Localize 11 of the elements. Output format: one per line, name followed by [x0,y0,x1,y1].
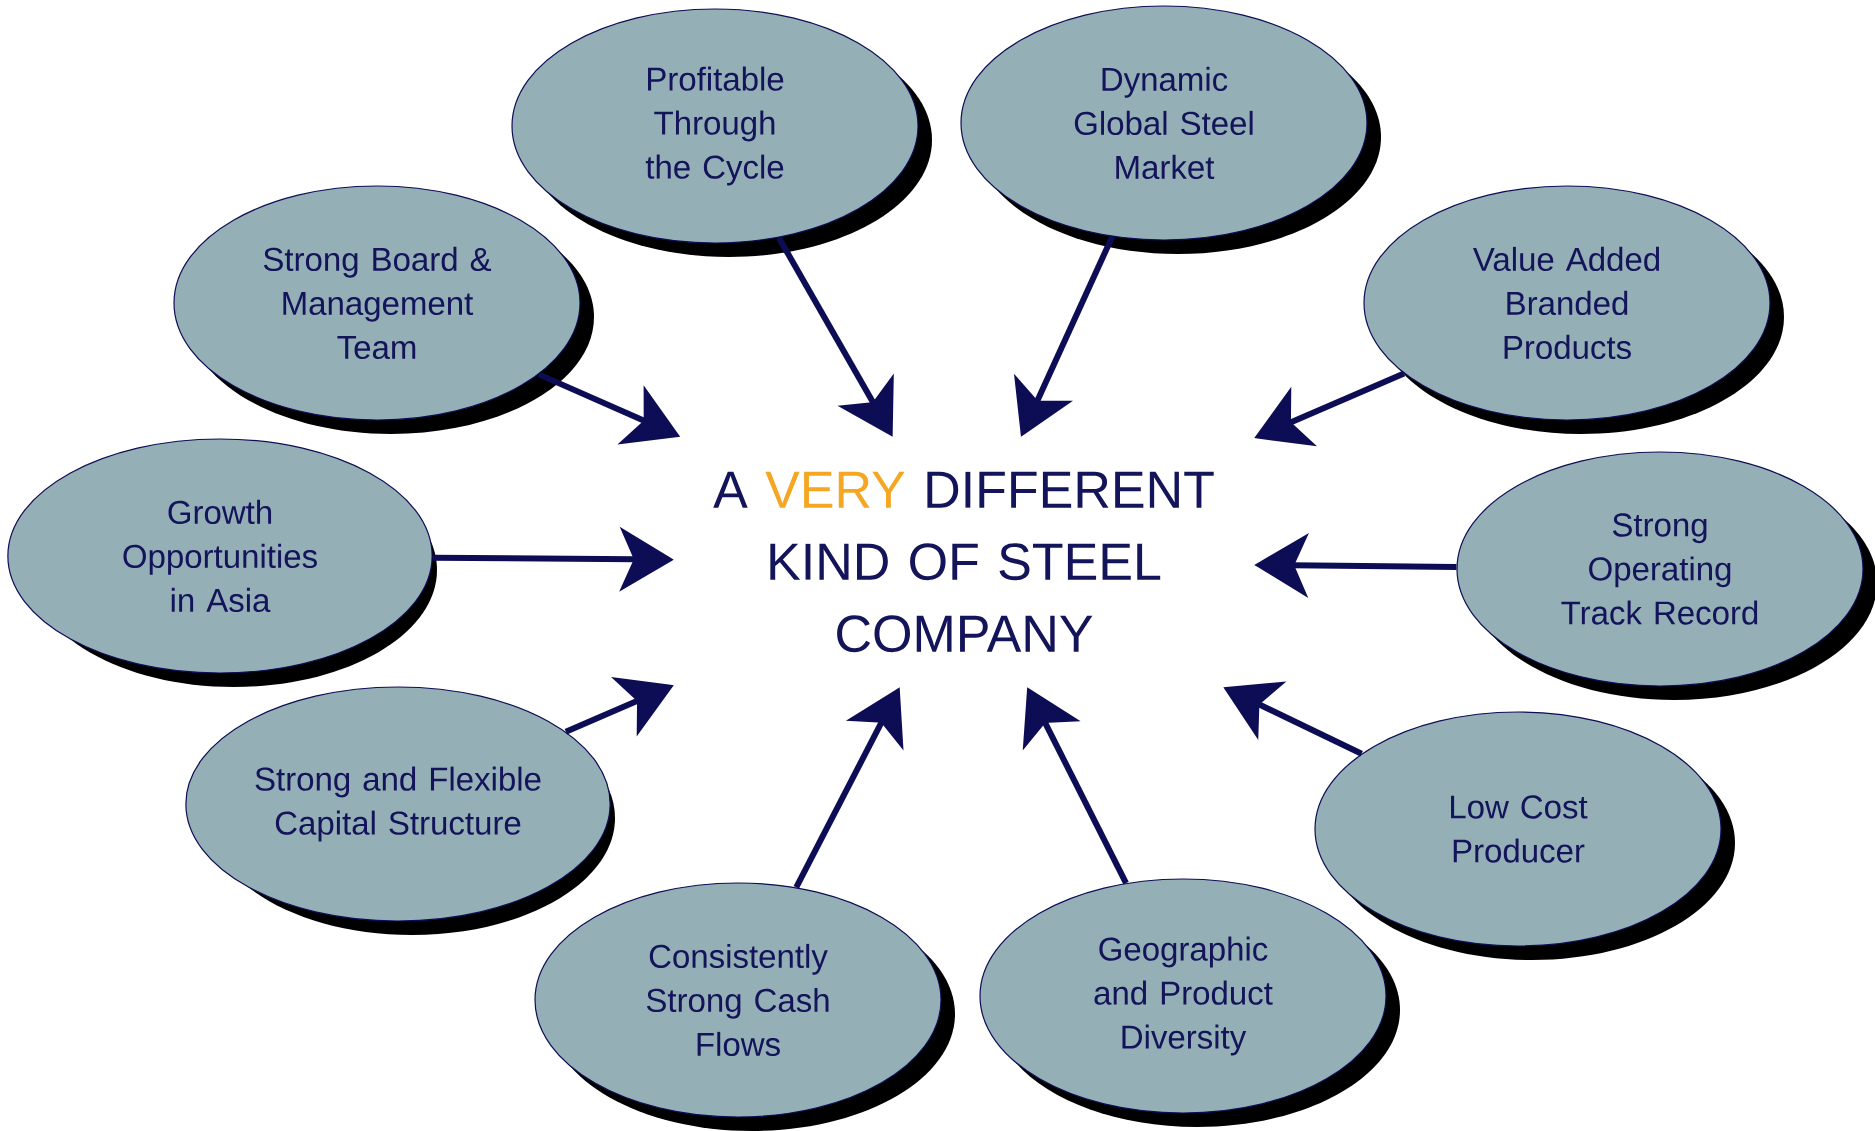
ellipse-bubble: Value Added Branded Products [1363,185,1784,434]
ellipse-bubble: Dynamic Global Steel Market [960,5,1381,254]
ellipse-bubble: Consistently Strong Cash Flows [534,882,955,1131]
ellipse-bubble: Geographic and Product Diversity [979,878,1400,1127]
title-text: A VERY DIFFERENT KIND OF STEEL COMPANY [713,471,1214,653]
ellipse-bubble: Strong Operating Track Record [1456,451,1875,700]
ellipse-bubble: Profitable Through the Cycle [511,8,932,257]
ellipse-bubble: Low Cost Producer [1314,711,1735,960]
ellipse-bubble: Strong and Flexible Capital Structure [185,686,615,935]
ellipse-bubble: Strong Board & Management Team [173,185,594,434]
ellipse-bubble: Growth Opportunities in Asia [7,438,437,687]
